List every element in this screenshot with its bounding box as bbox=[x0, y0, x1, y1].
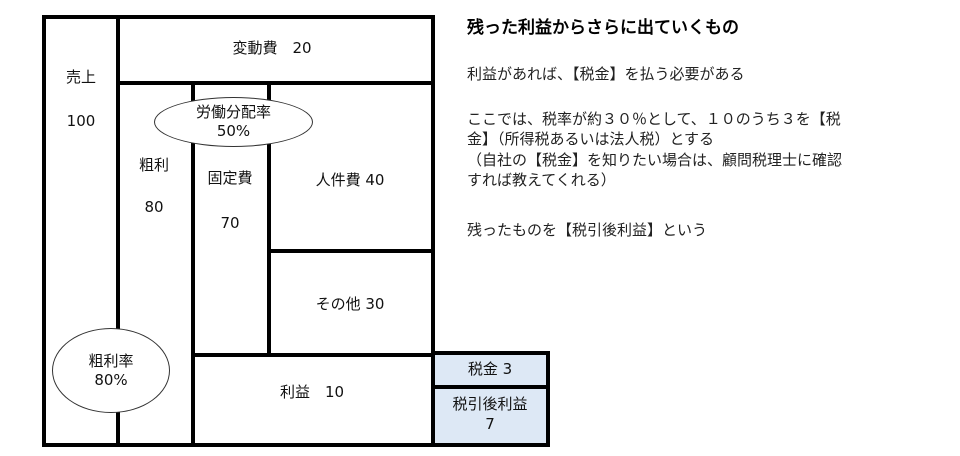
tax-box bbox=[431, 351, 550, 389]
gross-profit-value: 80 bbox=[144, 198, 164, 216]
labor-share-label: 労働分配率 bbox=[195, 103, 271, 121]
sales-value: 100 bbox=[66, 112, 96, 130]
labor-share-value: 50% bbox=[216, 122, 251, 140]
profit-box bbox=[191, 353, 435, 447]
gross-profit-label: 粗利 bbox=[138, 156, 170, 174]
notes-line: 金】（所得税あるいは法人税）とする bbox=[467, 130, 715, 148]
notes-title: 残った利益からさらに出ていくもの bbox=[467, 18, 739, 38]
notes-line: ここでは、税率が約３０％として、１０のうち３を【税 bbox=[467, 110, 841, 128]
after-tax-profit-value: 7 bbox=[485, 415, 495, 433]
variable-cost-label: 変動費 20 bbox=[232, 39, 312, 57]
sales-label: 売上 bbox=[65, 68, 97, 86]
notes-line: 利益があれば、【税金】を払う必要がある bbox=[467, 65, 745, 83]
variable-cost-box bbox=[116, 15, 435, 85]
notes-line: 残ったものを【税引後利益】という bbox=[467, 221, 708, 239]
fixed-cost-value: 70 bbox=[220, 214, 240, 232]
other-cost-label: その他 30 bbox=[315, 295, 385, 313]
tax-label: 税金 3 bbox=[467, 360, 513, 378]
personnel-cost-label: 人件費 40 bbox=[315, 171, 385, 189]
after-tax-profit-label: 税引後利益 bbox=[452, 395, 528, 413]
fixed-cost-label: 固定費 bbox=[207, 169, 253, 187]
notes-line: （自社の【税金】を知りたい場合は、顧問税理士に確認 bbox=[467, 151, 843, 169]
notes-line: すれば教えてくれる） bbox=[467, 171, 616, 189]
gross-profit-box bbox=[116, 81, 195, 447]
gross-margin-label: 粗利率 bbox=[88, 351, 134, 370]
gross-margin-value: 80% bbox=[94, 370, 128, 389]
labor-share-ellipse: 労働分配率 50% bbox=[154, 97, 313, 147]
profit-label: 利益 10 bbox=[279, 383, 345, 401]
after-tax-profit-box bbox=[431, 385, 550, 447]
gross-margin-ellipse: 粗利率 80% bbox=[52, 328, 170, 413]
